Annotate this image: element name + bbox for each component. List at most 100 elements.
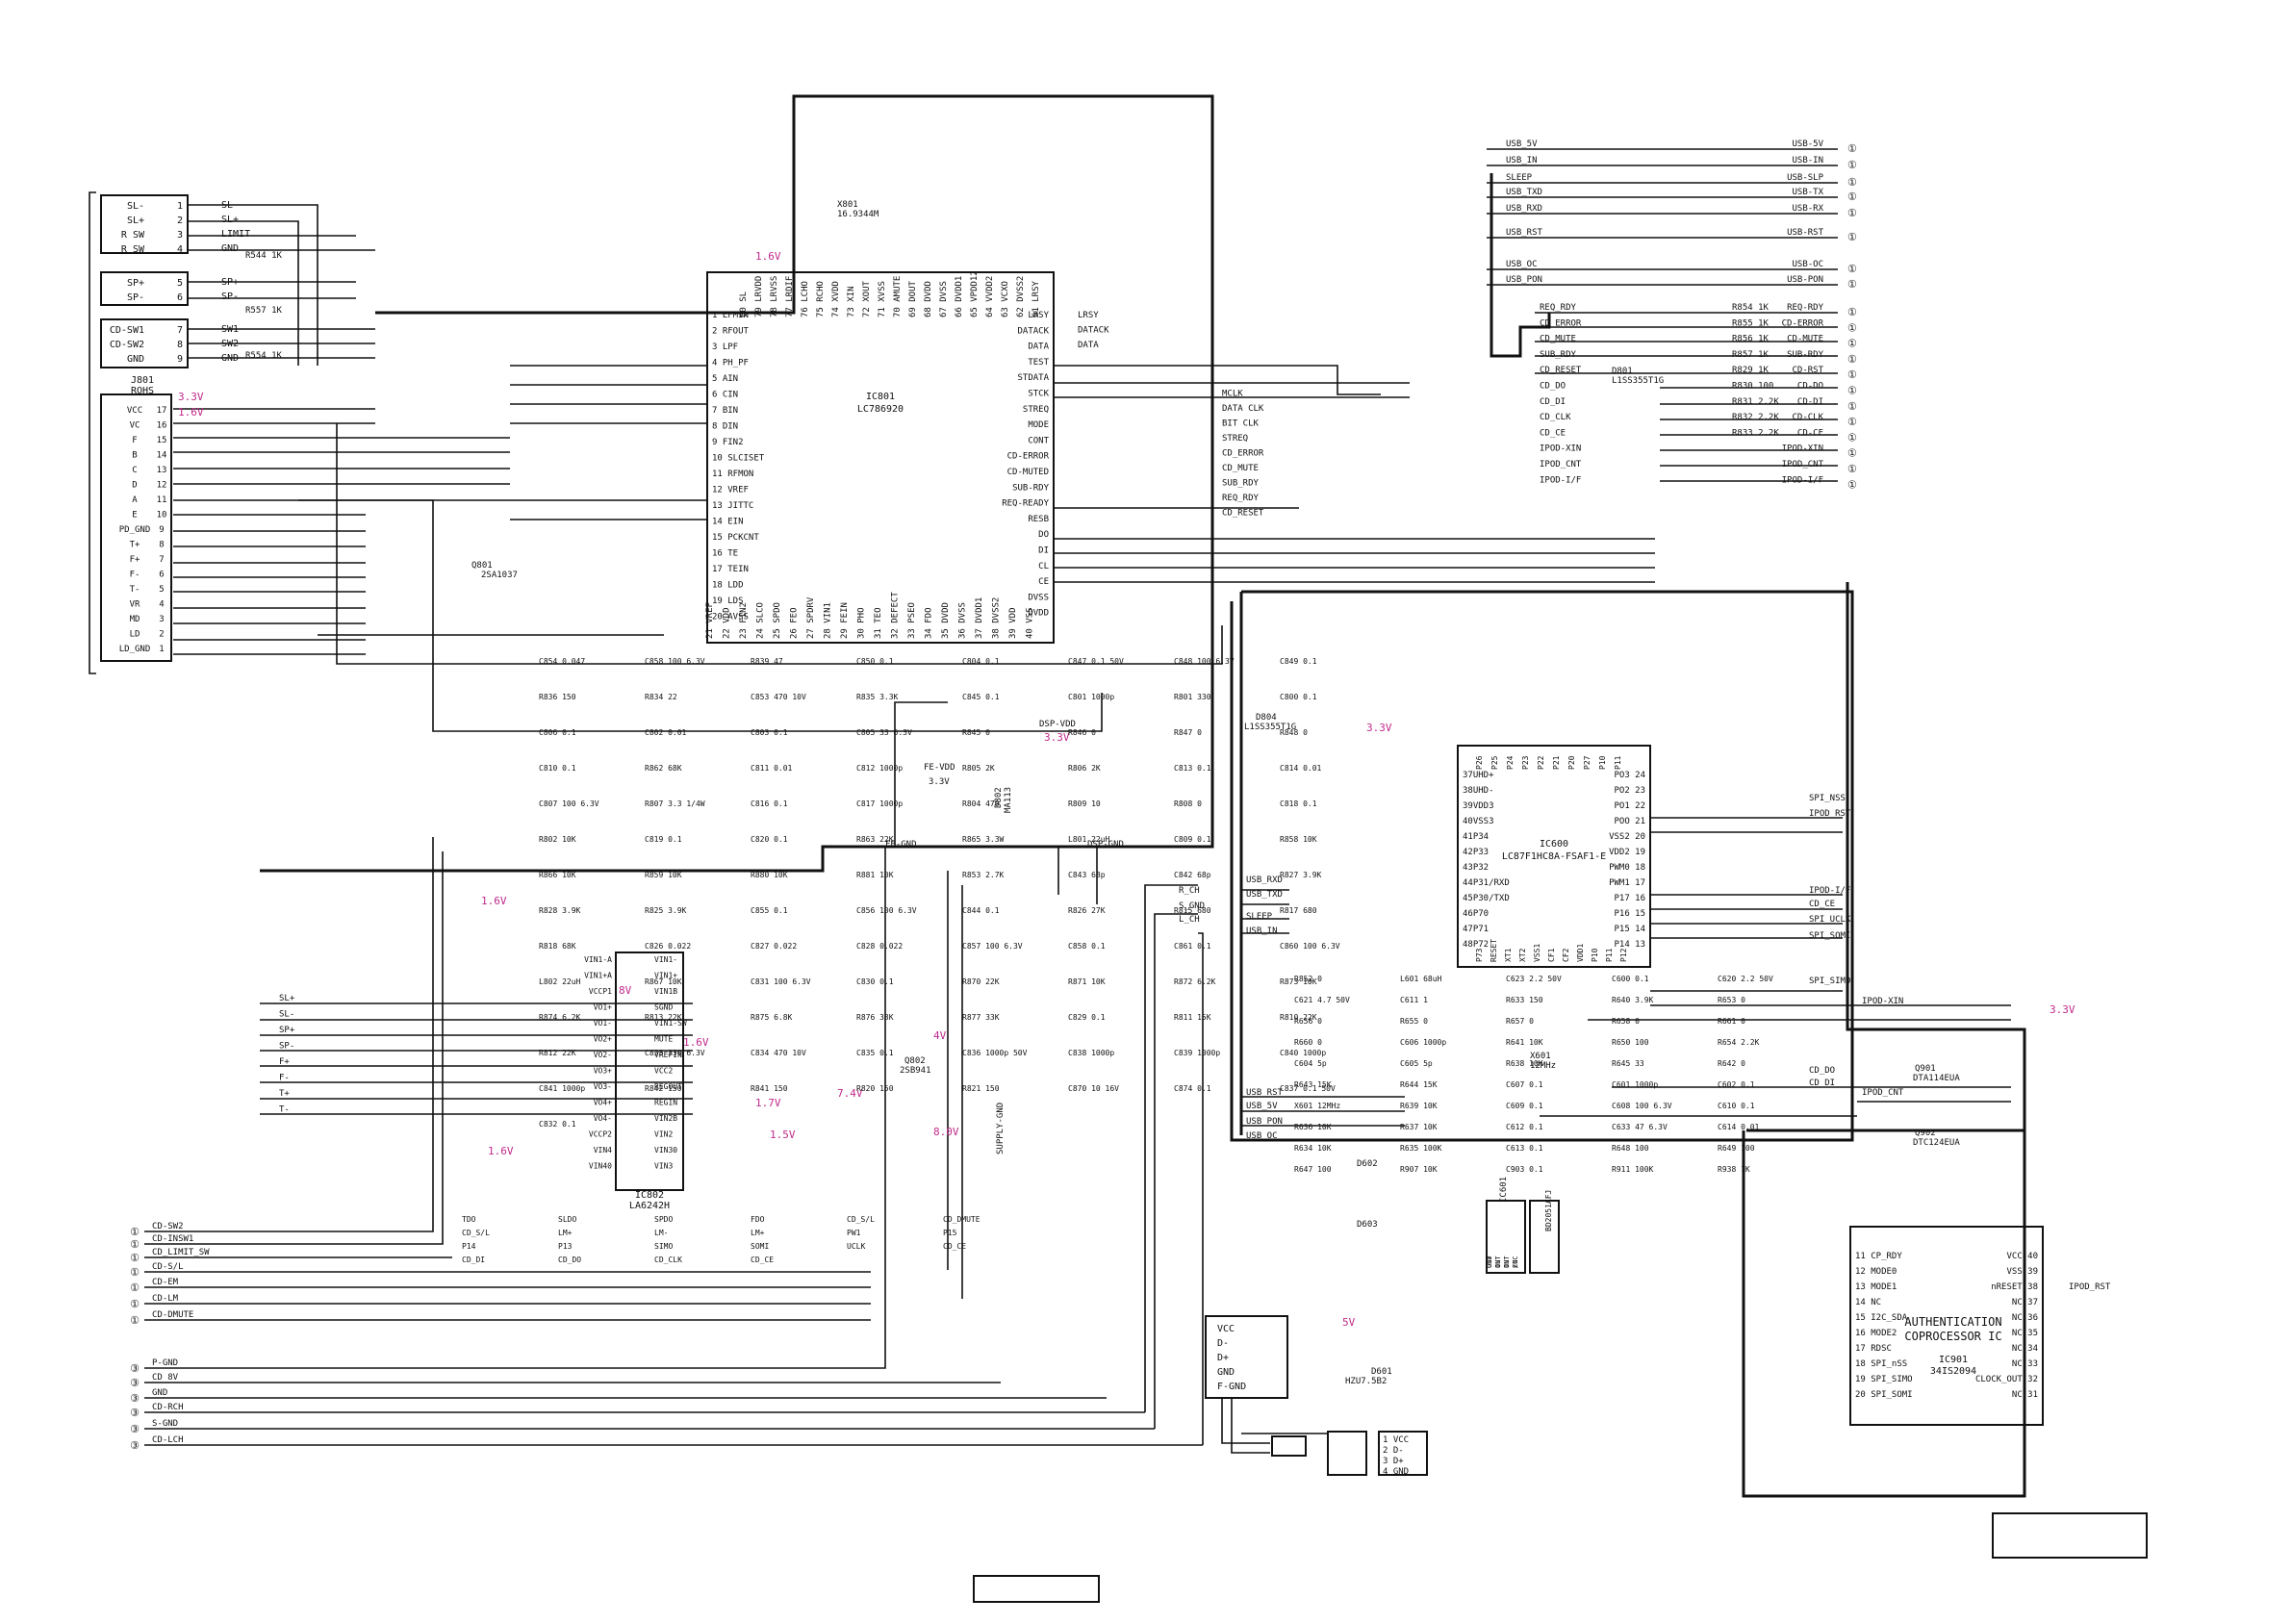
part-label: 2SA1037	[481, 571, 518, 580]
ic901-body	[1849, 1226, 2044, 1426]
component-label: C801 1000p	[1068, 693, 1114, 701]
legend-box	[1992, 1512, 2148, 1559]
component-label-right: R650 100	[1612, 1038, 1649, 1047]
ic901-pin-left: 18 SPI_nSS	[1855, 1359, 1907, 1369]
power-net-label: SUPPLY-GND	[996, 1103, 1006, 1155]
bottom-power-label: CD 8V	[152, 1373, 179, 1383]
component-label: R802 10K	[539, 835, 576, 844]
net-label: USB_OC	[1246, 1131, 1278, 1141]
component-label: L801 22uH	[1068, 835, 1110, 844]
part-label: X601	[1530, 1052, 1551, 1061]
net-label: SPI_SOMI	[1809, 931, 1850, 941]
driver-output-label: T+	[279, 1089, 290, 1099]
ic901-pin-right: CLOCK_OUT 32	[1975, 1375, 2038, 1384]
j801-pin-label: F-	[130, 571, 140, 580]
cd-net-resistor: R830 100	[1732, 382, 1773, 392]
cd-connector-ref: ①	[1847, 306, 1857, 318]
ic901-part: 34IS2094	[1930, 1366, 1976, 1377]
ic801-net-label: CD_ERROR	[1222, 449, 1264, 459]
connector-signal: GND	[221, 243, 239, 254]
connector-pin-label: R SW	[121, 230, 145, 241]
ic801-pin-right: RESB	[1028, 515, 1049, 524]
connector-signal: SP-	[221, 292, 239, 302]
component-label: R839 47	[751, 657, 783, 666]
ic801-pin-top: 74 XVDD	[831, 281, 841, 317]
part-label: 16.9344M	[837, 210, 879, 219]
misc-label: CD_CE	[751, 1256, 774, 1264]
misc-label: CD_CE	[943, 1242, 966, 1251]
misc-label: LM+	[751, 1229, 765, 1237]
j801-pin-label: LD	[130, 630, 140, 640]
component-label-right: X601 12MHz	[1294, 1102, 1340, 1110]
usb-table-row: 2 D-	[1383, 1446, 1404, 1456]
ic601-pin: /OC	[1512, 1256, 1519, 1268]
ic802-pin-right: VIN1-	[654, 955, 677, 964]
voltage-label: 1.5V	[770, 1129, 796, 1141]
j801-pin-label: F+	[130, 555, 140, 565]
ic601-name: IC601	[1499, 1177, 1509, 1203]
component-label: C840 1000p	[1280, 1049, 1326, 1057]
component-label-right: R658 0	[1612, 1017, 1640, 1026]
component-label-right: C633 47 6.3V	[1612, 1123, 1668, 1131]
component-label: C841 1000p	[539, 1084, 585, 1093]
component-label: R866 10K	[539, 871, 576, 879]
ic802-pin-left: VO2+	[594, 1035, 612, 1044]
driver-output-label: SL+	[279, 994, 295, 1003]
cd-connector-ref: ①	[1847, 338, 1857, 350]
component-label-right: R938 1K	[1718, 1165, 1750, 1174]
component-label-right: R641 10K	[1506, 1038, 1543, 1047]
net-label: R_CH	[1179, 886, 1200, 896]
ic801-pin-left: 1 EFMIN	[712, 311, 749, 320]
ic802-pin-right: VIN1-SW	[654, 1019, 687, 1028]
voltage-label: 3.3V	[1044, 731, 1070, 744]
ic600-pin-top: P24	[1506, 755, 1515, 770]
cd-net-label: IPOD-I/F	[1540, 475, 1581, 485]
bottom-connector-ref: ①	[130, 1226, 140, 1238]
ic801-pin-bottom: 33 PSEO	[907, 602, 917, 639]
usb-net-label: USB_RXD	[1506, 204, 1542, 214]
connector-signal: GND	[221, 353, 239, 364]
component-label: R818 68K	[539, 942, 576, 951]
component-label: L802 22uH	[539, 977, 581, 986]
component-label-right: R656 0	[1294, 1017, 1322, 1026]
component-label: C827 0.022	[751, 942, 797, 951]
component-label: R881 10K	[856, 871, 894, 879]
ic801-net-label: STREQ	[1222, 434, 1248, 444]
j801-pin-label: D	[132, 481, 137, 491]
component-label-right: C600 0.1	[1612, 975, 1649, 983]
component-label: C854 0.047	[539, 657, 585, 666]
ic901-pin-right: VSS 39	[2006, 1267, 2038, 1277]
ic601-body	[1486, 1200, 1526, 1274]
bottom-net-label: CD-DMUTE	[152, 1310, 193, 1320]
ic801-name: IC801	[866, 392, 895, 402]
ic600-pin-bottom: P12	[1619, 948, 1628, 962]
component-label: C847 0.1 50V	[1068, 657, 1124, 666]
ic802-part: LA6242H	[629, 1201, 670, 1211]
cd-connector-ref: ①	[1847, 400, 1857, 413]
cd-net-right: CD-CLK	[1792, 413, 1823, 422]
ic801-pin-left: 19 LDS	[712, 596, 744, 606]
cd-connector-ref: ①	[1847, 431, 1857, 444]
ic801-pin-left: 16 TE	[712, 549, 738, 559]
component-label-right: R661 0	[1718, 1017, 1745, 1026]
ic801-pin-left: 15 PCKCNT	[712, 533, 759, 543]
ic901-title2: COPROCESSOR IC	[1904, 1330, 2001, 1343]
j801-pin-number: 9	[159, 525, 164, 535]
component-label: C860 100 6.3V	[1280, 942, 1340, 951]
ic600-pin-bottom: CF1	[1547, 948, 1556, 962]
part-label: D802	[994, 787, 1004, 808]
net-label: IPOD-XIN	[1862, 997, 1903, 1006]
ic802-pin-right: VIN2	[654, 1130, 673, 1139]
component-label-right: R633 150	[1506, 996, 1543, 1004]
cd-net-right: CD-RST	[1792, 366, 1823, 375]
ic802-pin-right: REGOUT	[654, 1082, 682, 1091]
component-label: C848 100 6.3V	[1174, 657, 1235, 666]
ic802-body	[615, 952, 684, 1191]
usb-net-right: USB-IN	[1792, 156, 1823, 165]
ic600-pin-top: P23	[1521, 755, 1530, 770]
ic801-pin-bottom: 37 DVDD1	[975, 597, 984, 639]
component-label: R862 68K	[645, 764, 682, 773]
usb-net-right: USB-OC	[1792, 260, 1823, 269]
ic600-pin-bottom: P10	[1591, 948, 1599, 962]
ic601-pin: OUT	[1503, 1256, 1511, 1268]
